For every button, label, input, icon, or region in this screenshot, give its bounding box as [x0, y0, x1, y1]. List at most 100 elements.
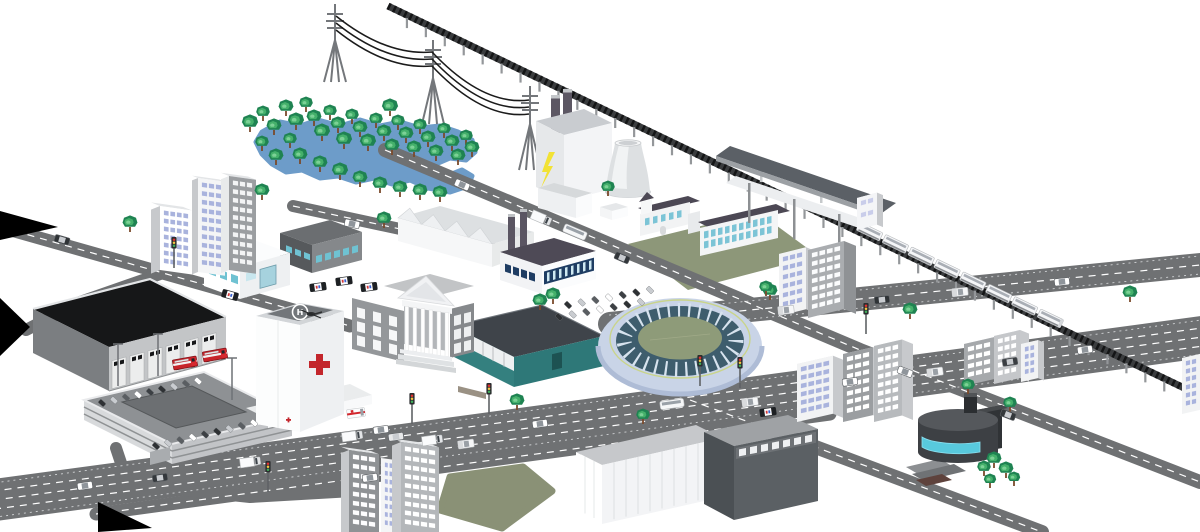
tower-window	[815, 378, 822, 385]
tower-window	[239, 258, 246, 265]
chimney-icon	[508, 216, 515, 260]
rail-pier	[614, 118, 617, 129]
transmission-pylon-icon	[518, 86, 542, 171]
tower-window	[860, 199, 867, 206]
tree-icon	[420, 130, 436, 147]
tower-window	[967, 354, 975, 361]
plant-right-wall	[564, 123, 612, 201]
rail-pier	[500, 63, 503, 74]
tower-window	[163, 234, 169, 240]
tower-window	[862, 360, 870, 367]
tower-window	[352, 500, 360, 507]
tree-icon	[299, 96, 313, 112]
tower-window	[215, 184, 222, 190]
tree-icon	[313, 123, 331, 141]
tower-window	[800, 399, 807, 405]
tower-side	[151, 206, 160, 274]
vehicle-van	[741, 396, 759, 408]
teal-steps	[458, 386, 486, 399]
tree-icon	[331, 162, 349, 180]
rail-pier	[954, 281, 958, 292]
cinema-round-building	[906, 393, 1008, 486]
tower-window	[815, 387, 822, 394]
tower-window	[384, 503, 388, 509]
tree-icon	[376, 211, 392, 228]
vehicle-car	[1053, 277, 1070, 287]
tree-icon	[381, 98, 399, 116]
tower-side	[833, 355, 843, 418]
cinema-glass-band	[921, 436, 981, 455]
tower-window	[352, 454, 360, 460]
tower-window	[183, 245, 189, 251]
tower-window	[811, 294, 818, 301]
tower-window	[404, 510, 412, 516]
traffic-light-icon	[863, 303, 869, 334]
tower-window	[1011, 342, 1017, 349]
tower-window	[170, 219, 176, 225]
tower-window	[862, 369, 870, 376]
parked-car	[609, 303, 618, 311]
tower-window	[983, 358, 991, 365]
tower-window	[877, 407, 884, 414]
rail-pier	[822, 217, 825, 228]
base-line	[108, 358, 227, 392]
tower-window	[796, 288, 803, 295]
tower-window	[389, 487, 393, 493]
garage-deck-stripes	[171, 422, 293, 459]
tower-window	[1030, 367, 1035, 373]
warehouse-left	[576, 452, 602, 524]
garage-left-face	[84, 400, 172, 464]
office-tower	[341, 446, 379, 532]
tower-window	[826, 282, 833, 289]
tower-window	[360, 483, 368, 489]
cinema-plaza	[906, 459, 952, 474]
tower-window	[384, 487, 388, 493]
parked-car	[596, 305, 604, 314]
tower-window	[885, 346, 891, 352]
tower-window	[967, 345, 975, 352]
tower-window	[854, 370, 862, 377]
hospital: H	[246, 303, 372, 432]
tower-window	[862, 386, 870, 393]
parked-car	[591, 296, 600, 304]
warehouse-roof	[704, 415, 818, 446]
tower-window	[811, 277, 818, 284]
parked-car	[237, 422, 246, 430]
tower-window	[404, 501, 412, 507]
tower-window	[782, 300, 789, 307]
tower-window	[384, 470, 388, 476]
tower-facade	[857, 192, 877, 230]
tower-window	[428, 522, 436, 529]
tree-icon	[636, 408, 650, 424]
tower-window	[782, 264, 789, 271]
tree-icon	[256, 105, 270, 121]
vehicle-fire	[172, 355, 198, 371]
tower-window	[811, 285, 818, 292]
vehicle-car	[76, 481, 94, 491]
parked-car	[577, 298, 586, 307]
tower-window	[819, 301, 826, 308]
tower-window	[823, 385, 830, 392]
tower-window	[232, 189, 239, 195]
rail-pier	[992, 299, 995, 310]
road-end-wedge	[0, 211, 58, 240]
tower-window	[967, 371, 975, 378]
parked-car	[632, 288, 641, 297]
fire-station-left	[33, 309, 109, 391]
traffic-light-icon	[265, 461, 271, 492]
vehicle-car	[151, 473, 169, 483]
parked-car	[555, 313, 563, 321]
tower-window	[176, 220, 182, 226]
tower-window	[176, 228, 182, 234]
tower-window	[854, 353, 862, 360]
vehicle-car	[453, 178, 471, 191]
tree-icon	[986, 451, 1002, 468]
vehicle-van	[951, 287, 969, 297]
tower-window	[1030, 344, 1035, 351]
tower-side	[1038, 340, 1044, 381]
tower-window	[404, 446, 412, 452]
tower-window	[404, 464, 412, 471]
tower-window	[796, 279, 803, 286]
tower-window	[983, 341, 991, 348]
